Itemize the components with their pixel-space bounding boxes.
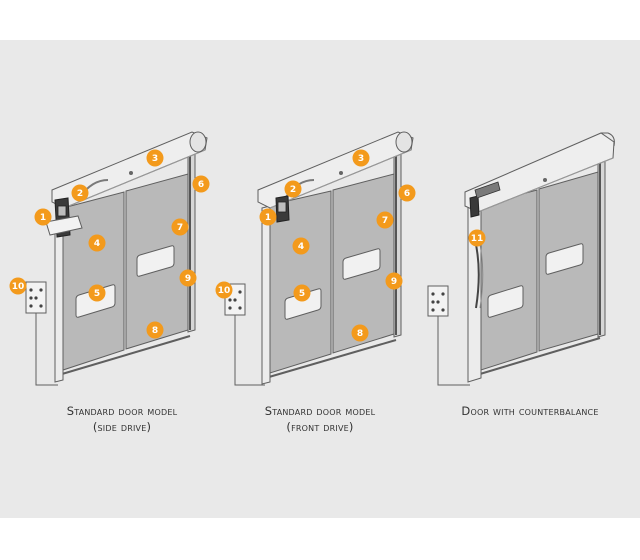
badge-circle xyxy=(293,284,311,302)
door-side-drive xyxy=(25,131,208,386)
motor-unit xyxy=(275,195,290,223)
callout-badge-6: 6 xyxy=(192,175,210,193)
badge-circle xyxy=(146,149,164,167)
badge-number: 11 xyxy=(471,234,484,244)
callout-badges: 1 2 3 4 5 6 7 8 9 10 1 2 3 4 5 6 7 8 9 10 11 xyxy=(9,149,486,342)
badge-circle xyxy=(292,237,310,255)
control-box xyxy=(427,285,470,386)
callout-badge-3: 3 xyxy=(352,149,370,167)
badge-number: 10 xyxy=(12,282,25,292)
badge-number: 8 xyxy=(152,326,158,336)
top-housing xyxy=(51,131,208,209)
control-box xyxy=(224,283,265,386)
badge-number: 5 xyxy=(299,289,305,299)
callout-badge-5: 5 xyxy=(88,284,106,302)
badge-circle xyxy=(71,184,89,202)
top-housing xyxy=(464,132,615,213)
callout-badge-10: 10 xyxy=(9,277,27,295)
badge-number: 6 xyxy=(404,189,410,199)
badge-circle xyxy=(215,281,233,299)
badge-number: 9 xyxy=(391,277,397,287)
badge-circle xyxy=(179,269,197,287)
vision-window xyxy=(487,243,584,318)
badge-circle xyxy=(352,149,370,167)
callout-badge-2: 2 xyxy=(71,184,89,202)
callout-badge-9: 9 xyxy=(179,269,197,287)
door-diagrams: 1 2 3 4 5 6 7 8 9 10 1 2 3 4 5 6 7 8 9 10 11 xyxy=(9,131,615,386)
badge-circle xyxy=(351,324,369,342)
caption-front-drive: Standard door model (front drive) xyxy=(210,403,430,435)
caption-line-2: (front drive) xyxy=(286,420,354,434)
badge-number: 5 xyxy=(94,289,100,299)
badge-number: 4 xyxy=(94,239,100,249)
callout-badge-8: 8 xyxy=(351,324,369,342)
badge-circle xyxy=(88,234,106,252)
door-front-drive xyxy=(224,131,414,386)
badge-circle xyxy=(284,180,302,198)
badge-circle xyxy=(34,208,52,226)
badge-number: 2 xyxy=(77,189,83,199)
caption-line-1: Standard door model xyxy=(66,404,178,418)
curtain-panels xyxy=(479,171,601,375)
callout-badge-1: 1 xyxy=(259,208,277,226)
motor-unit xyxy=(45,197,83,238)
badge-number: 10 xyxy=(218,286,231,296)
callout-badge-9: 9 xyxy=(385,272,403,290)
callout-badge-8: 8 xyxy=(146,321,164,339)
badge-number: 3 xyxy=(152,154,158,164)
badge-number: 4 xyxy=(298,242,304,252)
caption-line-1: Door with counterbalance xyxy=(461,404,599,418)
curtain-panels xyxy=(61,173,191,375)
caption-side-drive: Standard door model (side drive) xyxy=(12,403,232,435)
door-counterbalance xyxy=(427,132,615,386)
badge-number: 1 xyxy=(40,213,46,223)
callout-badge-6: 6 xyxy=(398,184,416,202)
callout-badge-10: 10 xyxy=(215,281,233,299)
callout-badge-4: 4 xyxy=(292,237,310,255)
callout-badge-2: 2 xyxy=(284,180,302,198)
badge-circle xyxy=(468,229,486,247)
callout-badge-1: 1 xyxy=(34,208,52,226)
diagram-stage: 1 2 3 4 5 6 7 8 9 10 1 2 3 4 5 6 7 8 9 10 11 Standard door m… xyxy=(0,40,640,518)
badge-number: 7 xyxy=(177,223,183,233)
badge-circle xyxy=(376,211,394,229)
caption-counterbalance: Door with counterbalance xyxy=(420,403,640,419)
badge-circle xyxy=(171,218,189,236)
callout-badge-7: 7 xyxy=(171,218,189,236)
badge-number: 6 xyxy=(198,180,204,190)
callout-badge-7: 7 xyxy=(376,211,394,229)
badge-circle xyxy=(259,208,277,226)
callout-badge-5: 5 xyxy=(293,284,311,302)
badge-circle xyxy=(88,284,106,302)
badge-circle xyxy=(385,272,403,290)
badge-circle xyxy=(398,184,416,202)
badge-circle xyxy=(146,321,164,339)
badge-number: 1 xyxy=(265,213,271,223)
badge-number: 8 xyxy=(357,329,363,339)
callout-badge-11: 11 xyxy=(468,229,486,247)
badge-circle xyxy=(192,175,210,193)
badge-number: 7 xyxy=(382,216,388,226)
callout-badge-3: 3 xyxy=(146,149,164,167)
callout-badge-4: 4 xyxy=(88,234,106,252)
caption-line-1: Standard door model xyxy=(264,404,376,418)
caption-line-2: (side drive) xyxy=(92,420,152,434)
badge-number: 3 xyxy=(358,154,364,164)
badge-circle xyxy=(9,277,27,295)
badge-number: 9 xyxy=(185,274,191,284)
badge-number: 2 xyxy=(290,185,296,195)
control-box xyxy=(25,281,58,386)
vision-window xyxy=(284,248,381,320)
